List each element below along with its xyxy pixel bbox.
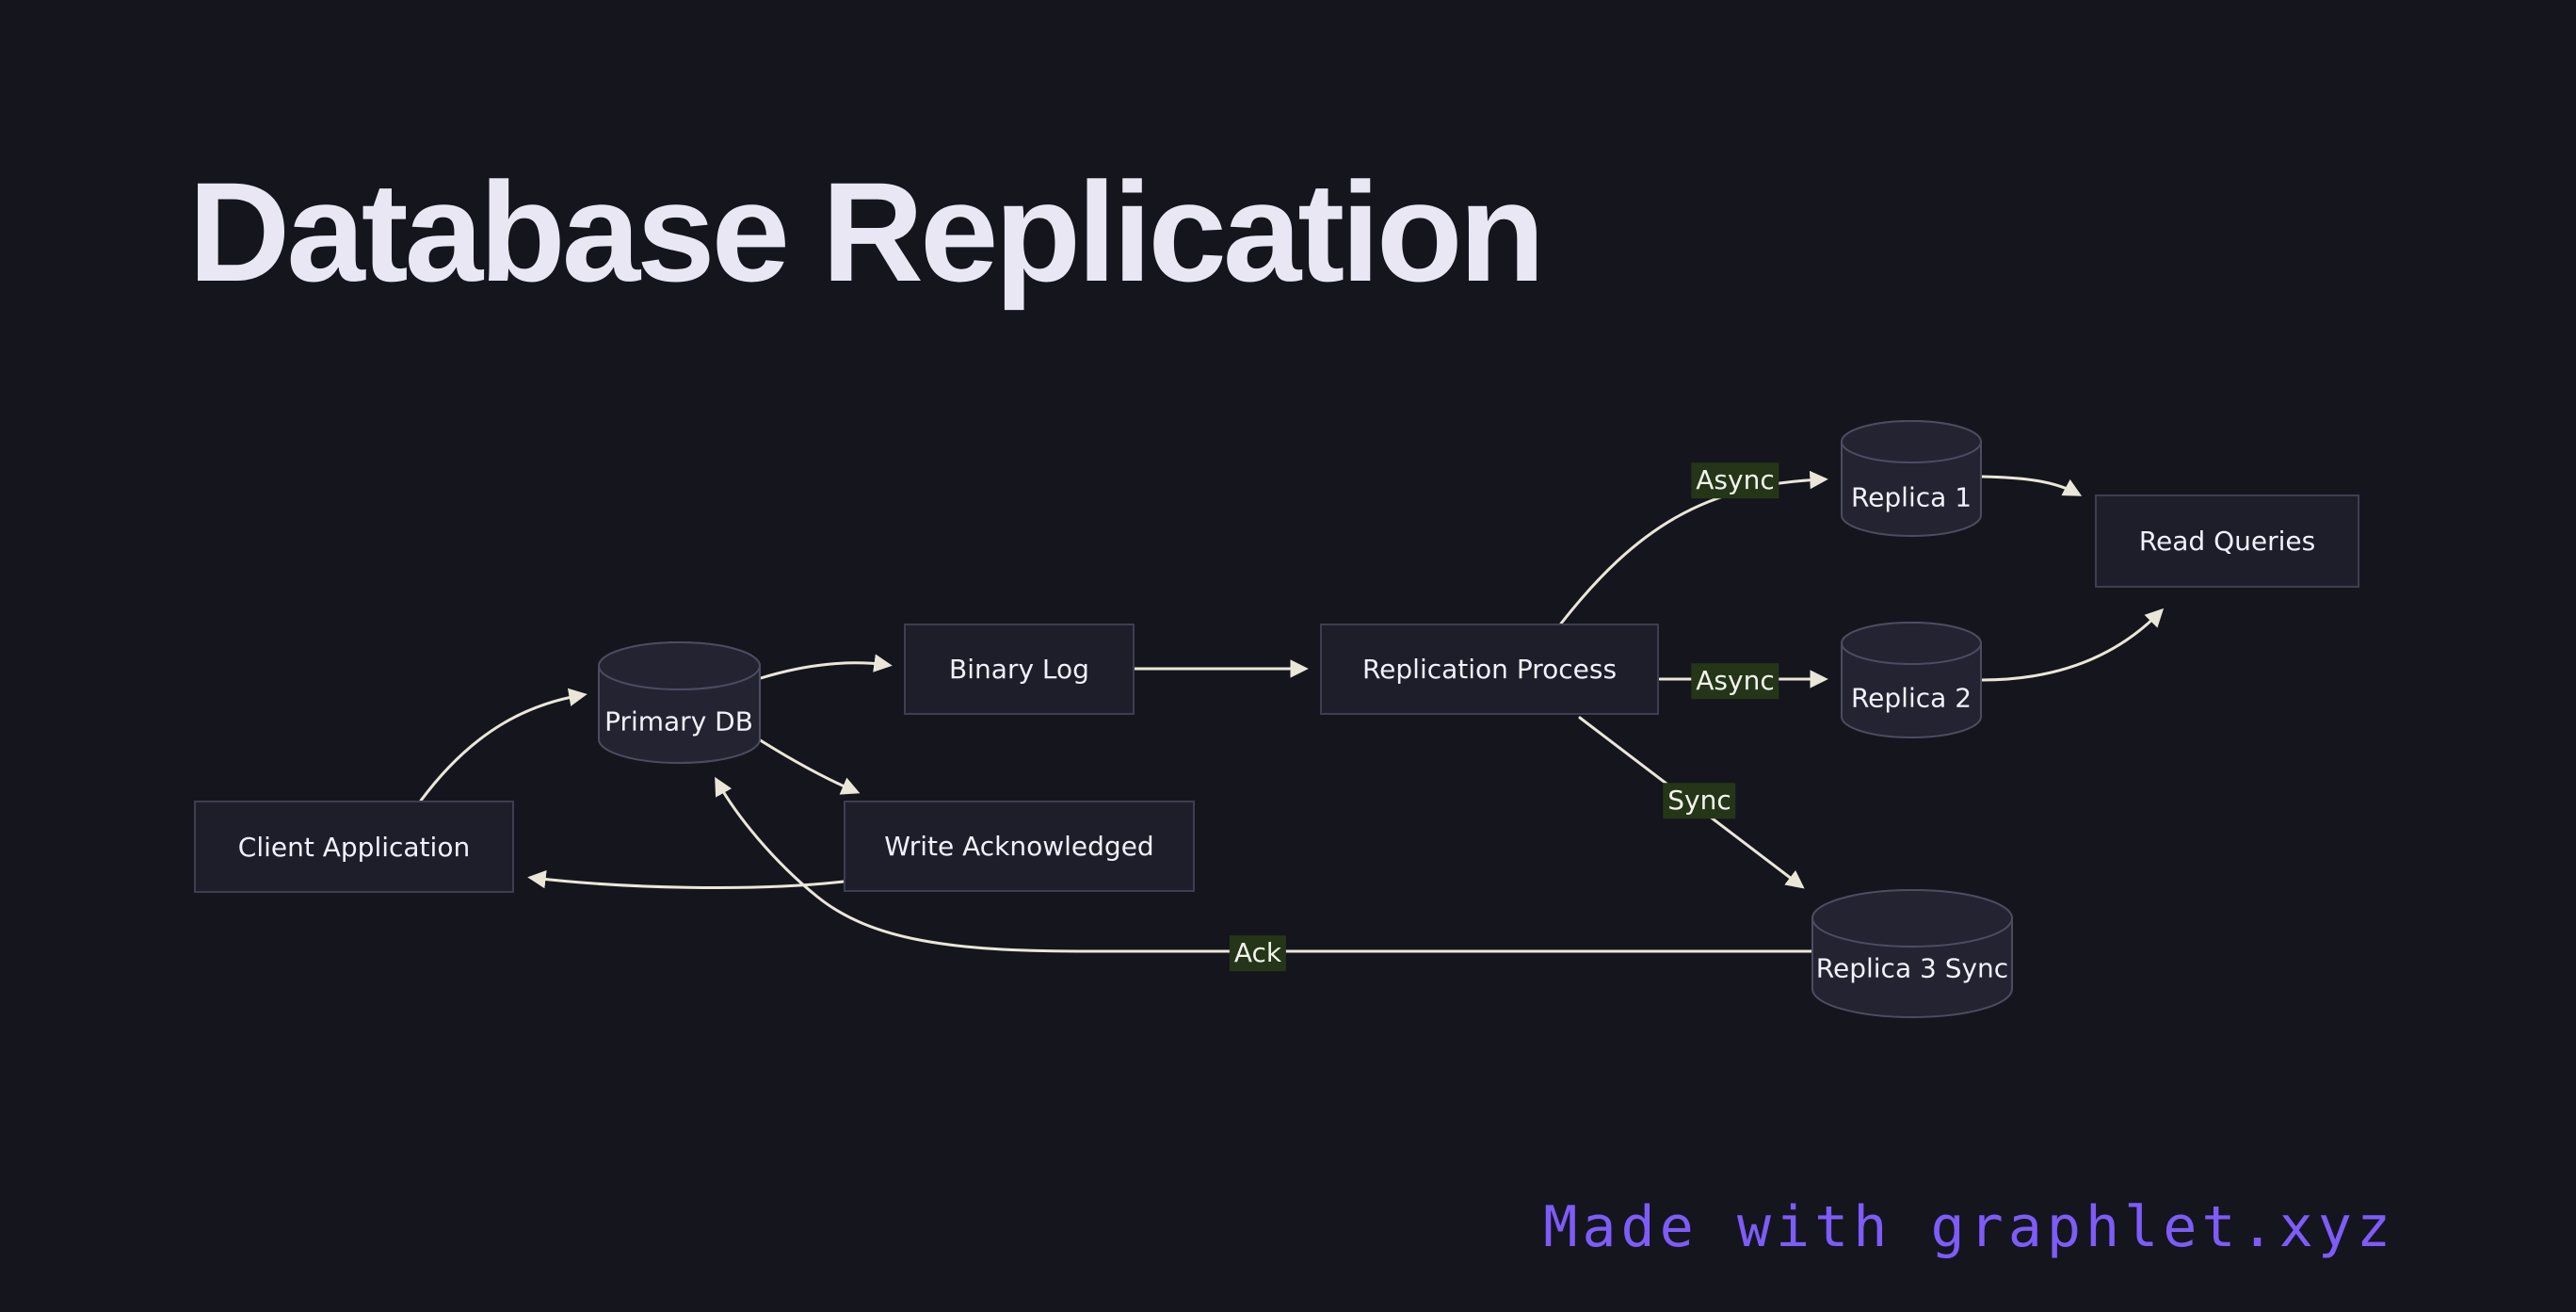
node-replication-process: Replication Process (1320, 624, 1659, 715)
edge-client-application-to-primary-db (419, 688, 588, 802)
edge-replica-3-to-primary-db (715, 776, 1813, 953)
edge-label-sync: Sync (1663, 783, 1736, 818)
cylinder-replica-3 (1811, 889, 2013, 1018)
node-read-queries-label: Read Queries (2138, 526, 2316, 557)
edge-write-acknowledged-to-client-application (527, 869, 845, 890)
node-replication-process-label: Replication Process (1361, 654, 1618, 685)
cylinder-replica-2 (1841, 622, 1982, 738)
edge-replication-process-to-replica-1 (1559, 470, 1828, 625)
edge-label-async-replica-1: Async (1691, 462, 1779, 498)
node-binary-log: Binary Log (904, 624, 1135, 715)
edge-replica-1-to-read-queries (1980, 475, 2083, 496)
node-read-queries: Read Queries (2095, 494, 2359, 588)
cylinder-replica-1 (1841, 420, 1982, 537)
edge-replica-2-to-read-queries (1980, 607, 2165, 682)
node-client-application-label: Client Application (237, 831, 471, 863)
edge-label-ack: Ack (1229, 935, 1287, 971)
node-replica-3-label: Replica 3 Sync (1815, 952, 2009, 984)
cylinder-primary-db (598, 641, 761, 764)
page-title: Database Replication (188, 153, 1545, 311)
node-client-application: Client Application (194, 801, 514, 893)
watermark-made-with-graphlet: Made with graphlet.xyz (1543, 1194, 2395, 1260)
node-replica-2-label: Replica 2 (1850, 682, 1972, 714)
node-binary-log-label: Binary Log (949, 654, 1089, 685)
node-write-acknowledged-label: Write Acknowledged (884, 831, 1154, 862)
node-write-acknowledged: Write Acknowledged (844, 801, 1195, 892)
node-primary-db-label: Primary DB (604, 705, 753, 737)
node-replica-1-label: Replica 1 (1850, 481, 1972, 513)
edge-label-async-replica-2: Async (1691, 663, 1779, 699)
edge-primary-db-to-write-acknowledged (749, 733, 861, 795)
edge-primary-db-to-binary-log (759, 654, 893, 680)
